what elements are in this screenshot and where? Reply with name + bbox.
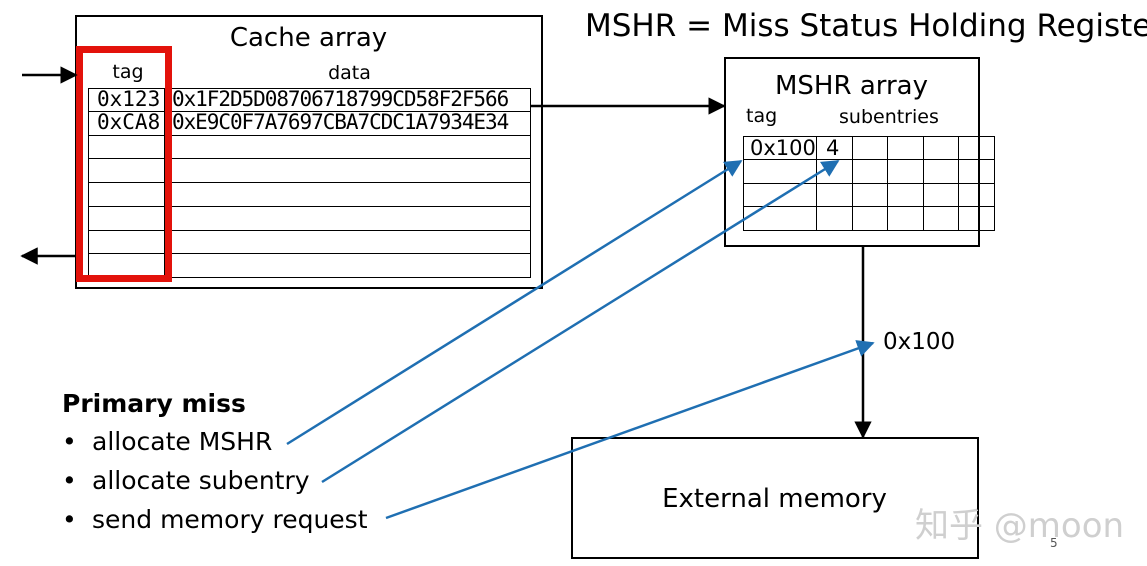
mshr-subentry-cell — [958, 136, 995, 160]
cache-tag-header: tag — [112, 61, 144, 83]
primary-miss-heading: Primary miss — [62, 389, 246, 418]
bullet-dot: • — [62, 427, 77, 456]
allocate-subentry-pointer — [321, 159, 840, 484]
watermark: 知乎 @moon — [915, 506, 1125, 546]
cache-tag-cell — [89, 183, 165, 206]
bullet-item-allocate-mshr: • allocate MSHR — [62, 427, 272, 456]
cache-data-cell: 0x1F2D5D08706718799CD58F2F566 — [172, 87, 509, 111]
cache-array-title: Cache array — [229, 23, 388, 53]
cache-row — [88, 159, 531, 183]
send-memory-request-pointer — [385, 340, 875, 520]
cache-tag-cell — [89, 230, 165, 254]
bullet-text: send memory request — [92, 505, 368, 534]
mshr-subentry-cell — [958, 159, 995, 184]
mshr-array-title: MSHR array — [775, 71, 928, 101]
allocate-mshr-pointer — [286, 159, 743, 446]
external-memory-box: External memory — [571, 437, 979, 559]
cache-row: 0x123 0x1F2D5D08706718799CD58F2F566 — [88, 88, 531, 112]
bullet-text: allocate subentry — [92, 466, 310, 495]
tag-column-highlight — [76, 46, 172, 282]
cache-tag-cell: 0x123 — [89, 89, 165, 111]
cache-row — [88, 135, 531, 160]
cache-tag-cell — [89, 159, 165, 182]
bullet-text: allocate MSHR — [92, 427, 273, 456]
cache-row — [88, 206, 531, 231]
memory-request-address: 0x100 — [883, 329, 956, 355]
cache-row — [88, 230, 531, 255]
cache-array-box: Cache array tag data — [75, 15, 543, 289]
cache-row — [88, 183, 531, 207]
cache-row: 0xCA8 0xE9C0F7A7697CBA7CDC1A7934E34 — [88, 109, 531, 136]
external-memory-label: External memory — [662, 484, 887, 514]
bullet-item-allocate-subentry: • allocate subentry — [62, 466, 310, 495]
cache-data-header: data — [328, 62, 371, 84]
cache-data-cell: 0xE9C0F7A7697CBA7CDC1A7934E34 — [172, 109, 509, 134]
mshr-subentries-header: subentries — [839, 106, 939, 128]
mshr-tag-header: tag — [746, 105, 778, 127]
bullet-item-send-memory-request: • send memory request — [62, 505, 368, 534]
page-number: 5 — [1050, 536, 1058, 550]
slide-heading: MSHR = Miss Status Holding Register — [585, 8, 1147, 44]
cache-row — [88, 254, 531, 278]
cache-tag-cell: 0xCA8 — [89, 111, 165, 135]
cache-tag-cell — [89, 206, 165, 230]
cache-tag-cell — [89, 254, 165, 277]
cache-tag-cell — [89, 135, 165, 159]
mshr-subentry-cell — [958, 207, 995, 231]
mshr-subentry-cell — [958, 183, 995, 208]
bullet-dot: • — [62, 466, 77, 495]
bullet-dot: • — [62, 505, 77, 534]
